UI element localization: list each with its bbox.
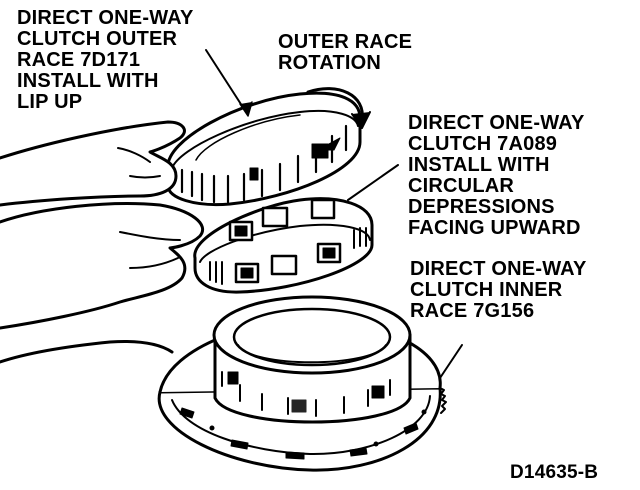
inner-race-label-line: DIRECT ONE-WAY bbox=[410, 258, 587, 280]
outer-race-label-line: RACE 7D171 bbox=[17, 49, 141, 71]
outer-race-label-line: LIP UP bbox=[17, 91, 83, 113]
clutch-label-line: CLUTCH 7A089 bbox=[408, 133, 558, 155]
rotation-label-line: ROTATION bbox=[278, 52, 382, 74]
outer-race-label-line: CLUTCH OUTER bbox=[17, 28, 178, 50]
inner-race-drawing bbox=[157, 295, 463, 472]
clutch-label-line: DEPRESSIONS bbox=[408, 196, 555, 218]
rotation-label-line: OUTER RACE bbox=[278, 31, 413, 53]
clutch-label: DIRECT ONE-WAY CLUTCH 7A089 INSTALL WITH… bbox=[408, 113, 585, 239]
hands-drawing bbox=[0, 120, 204, 364]
clutch-label-line: FACING UPWARD bbox=[408, 217, 581, 239]
inner-race-label-line: RACE 7G156 bbox=[410, 300, 535, 322]
inner-race-label: DIRECT ONE-WAY CLUTCH INNER RACE 7G156 bbox=[410, 259, 587, 322]
outer-race-label-line: INSTALL WITH bbox=[17, 70, 159, 92]
clutch-label-line: CIRCULAR bbox=[408, 175, 515, 197]
clutch-label-line: INSTALL WITH bbox=[408, 154, 550, 176]
outer-race-drawing bbox=[166, 49, 371, 207]
inner-race-label-line: CLUTCH INNER bbox=[410, 279, 563, 301]
figure-code-label: D14635-B bbox=[510, 462, 599, 483]
rotation-label: OUTER RACE ROTATION bbox=[278, 32, 412, 74]
outer-race-label-line: DIRECT ONE-WAY bbox=[17, 7, 194, 29]
clutch-label-line: DIRECT ONE-WAY bbox=[408, 112, 585, 134]
outer-race-label: DIRECT ONE-WAY CLUTCH OUTER RACE 7D171 I… bbox=[17, 8, 194, 113]
clutch-cage-drawing bbox=[193, 164, 399, 294]
